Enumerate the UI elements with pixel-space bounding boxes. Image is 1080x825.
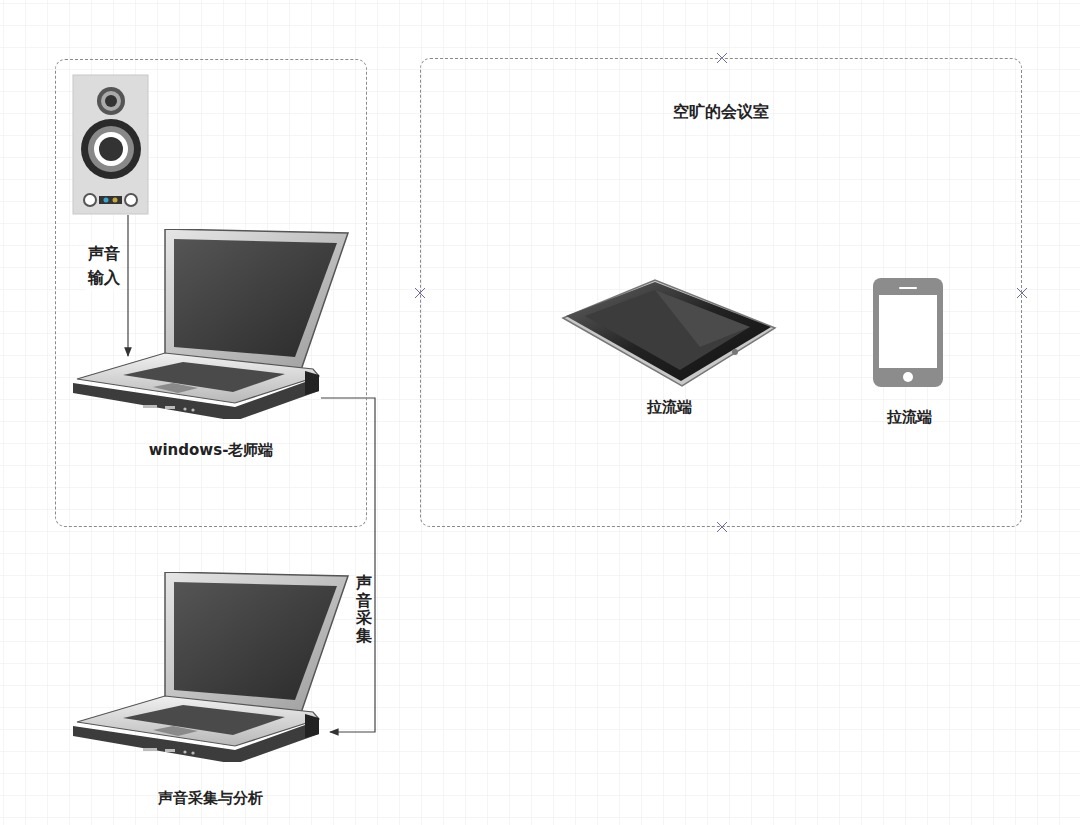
device-label: 声音采集与分析 bbox=[158, 789, 263, 808]
device-label: windows-老师端 bbox=[149, 441, 274, 460]
phone-client: 拉流端 bbox=[859, 279, 959, 429]
speaker bbox=[74, 76, 149, 215]
room-region: 空旷的会议室拉流端拉流端 bbox=[420, 58, 1022, 527]
analysis-laptop: 声音采集与分析 bbox=[90, 572, 330, 810]
device-label: 拉流端 bbox=[647, 398, 692, 417]
group-region: windows-老师端 bbox=[55, 59, 367, 527]
edge-label: 声音 输入 bbox=[86, 242, 121, 290]
device-label: 拉流端 bbox=[887, 408, 932, 427]
region-title: 空旷的会议室 bbox=[673, 102, 769, 123]
laptop-picture bbox=[73, 572, 348, 764]
tablet-picture bbox=[563, 280, 775, 386]
speaker-picture bbox=[73, 75, 148, 214]
teacher-laptop: windows-老师端 bbox=[101, 356, 321, 463]
arrow-connector bbox=[127, 215, 128, 356]
handle-marker bbox=[415, 53, 1027, 532]
laptop-picture bbox=[73, 229, 348, 421]
phone-picture bbox=[873, 278, 943, 387]
tablet-client: 拉流端 bbox=[601, 281, 737, 419]
edge-label: 声音采集 bbox=[356, 574, 372, 644]
